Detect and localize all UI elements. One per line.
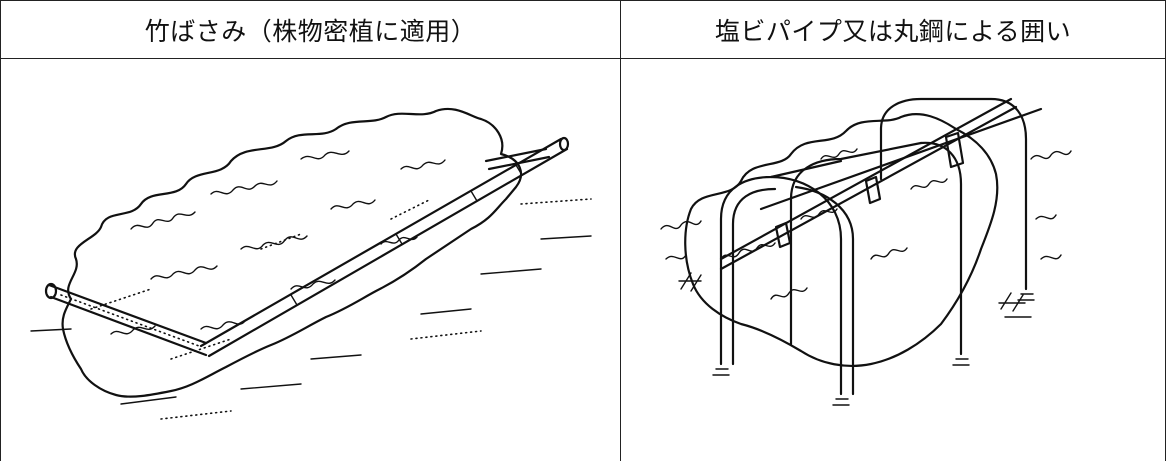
ground-line-1: [30, 328, 72, 332]
ground-line-4: [310, 354, 362, 360]
pipe-arch-front: [719, 159, 843, 366]
enclosed-shrub-outline: [684, 112, 999, 367]
ground-line-6: [480, 268, 542, 275]
grass-hatch-left: [678, 272, 702, 292]
ground-line-5: [420, 308, 472, 315]
stipple-4: [170, 338, 232, 360]
ground-dots-2: [410, 330, 482, 340]
pipe-arch-back: [879, 97, 1028, 291]
enclosed-foliage-4: [770, 287, 808, 300]
pipe-crossbar-2: [719, 105, 1018, 271]
enclosed-foliage-1: [720, 242, 776, 260]
pipe-ground-mark-3: [952, 358, 970, 366]
bamboo-node-2: [395, 233, 403, 245]
bamboo-pole-short-texture: [60, 294, 200, 347]
clamp-1: [774, 221, 792, 249]
bamboo-pole-back: [484, 147, 548, 163]
foliage-scribble-2: [210, 180, 278, 195]
header-divider: [0, 58, 1166, 59]
bamboo-pole-short-bottom: [49, 295, 208, 357]
ground-line-2: [120, 396, 177, 405]
bamboo-pole-short-top: [47, 283, 208, 345]
header-bamboo-clamp: 竹ばさみ（株物密植に適用）: [144, 16, 477, 46]
bamboo-node-4: [515, 164, 523, 176]
side-foliage-right: [1030, 150, 1072, 260]
stipple-1: [90, 288, 152, 310]
grass-hatch-right: [998, 292, 1032, 318]
pipe-crossbar-1: [719, 97, 1013, 261]
header-pipe-enclosure: 塩ビパイプ又は丸鋼による囲い: [714, 16, 1072, 46]
ground-dots-1: [160, 410, 232, 420]
enclosed-foliage-5: [910, 178, 948, 190]
pipe-ground-mark-2: [832, 398, 850, 406]
bamboo-pole-long-end: [558, 136, 570, 152]
bamboo-node-1: [290, 294, 298, 306]
pipe-arch-middle-right: [919, 141, 963, 356]
foliage-scribble-8: [290, 279, 336, 290]
enclosed-foliage-6: [820, 148, 858, 160]
pipe-arch-front-inner: [731, 187, 777, 366]
table-left-border: [0, 0, 1, 461]
foliage-scribble-10: [110, 325, 156, 335]
ground-line-7: [540, 235, 592, 240]
bamboo-clamp-illustration: [1, 59, 620, 461]
enclosed-foliage-3: [870, 247, 908, 260]
bamboo-pole-back-2: [487, 155, 551, 171]
pipe-arch-middle: [789, 141, 923, 346]
bamboo-node-3: [470, 190, 478, 202]
pipe-crossbar-long: [759, 107, 1043, 211]
foliage-scribble-1: [130, 211, 196, 230]
shrub-outline: [61, 107, 523, 398]
pipe-enclosure-drawing: [660, 97, 1072, 406]
pipe-arch-front-right: [769, 175, 843, 396]
table-top-border: [0, 0, 1166, 1]
bamboo-pole-long-bottom: [207, 147, 569, 358]
ground-line-3: [240, 383, 302, 390]
bamboo-pole-short-end: [44, 282, 58, 300]
pipe-ground-mark-1: [712, 368, 730, 376]
pipe-arch-front-right-inner: [794, 185, 855, 396]
stipple-2: [260, 233, 302, 250]
side-foliage-left: [660, 220, 702, 260]
column-divider: [620, 0, 621, 461]
ground-dots-3: [520, 198, 592, 205]
pipe-enclosure-illustration: [621, 59, 1165, 461]
clamp-3: [944, 131, 965, 169]
bamboo-clamp-drawing: [30, 107, 592, 420]
foliage-scribble-6: [330, 199, 376, 210]
foliage-scribble-5: [240, 235, 308, 250]
bamboo-pole-long-top: [199, 137, 563, 348]
foliage-scribble-3: [300, 150, 350, 160]
foliage-scribble-4: [150, 265, 218, 280]
foliage-scribble-9: [400, 159, 446, 170]
clamp-2: [864, 175, 882, 205]
